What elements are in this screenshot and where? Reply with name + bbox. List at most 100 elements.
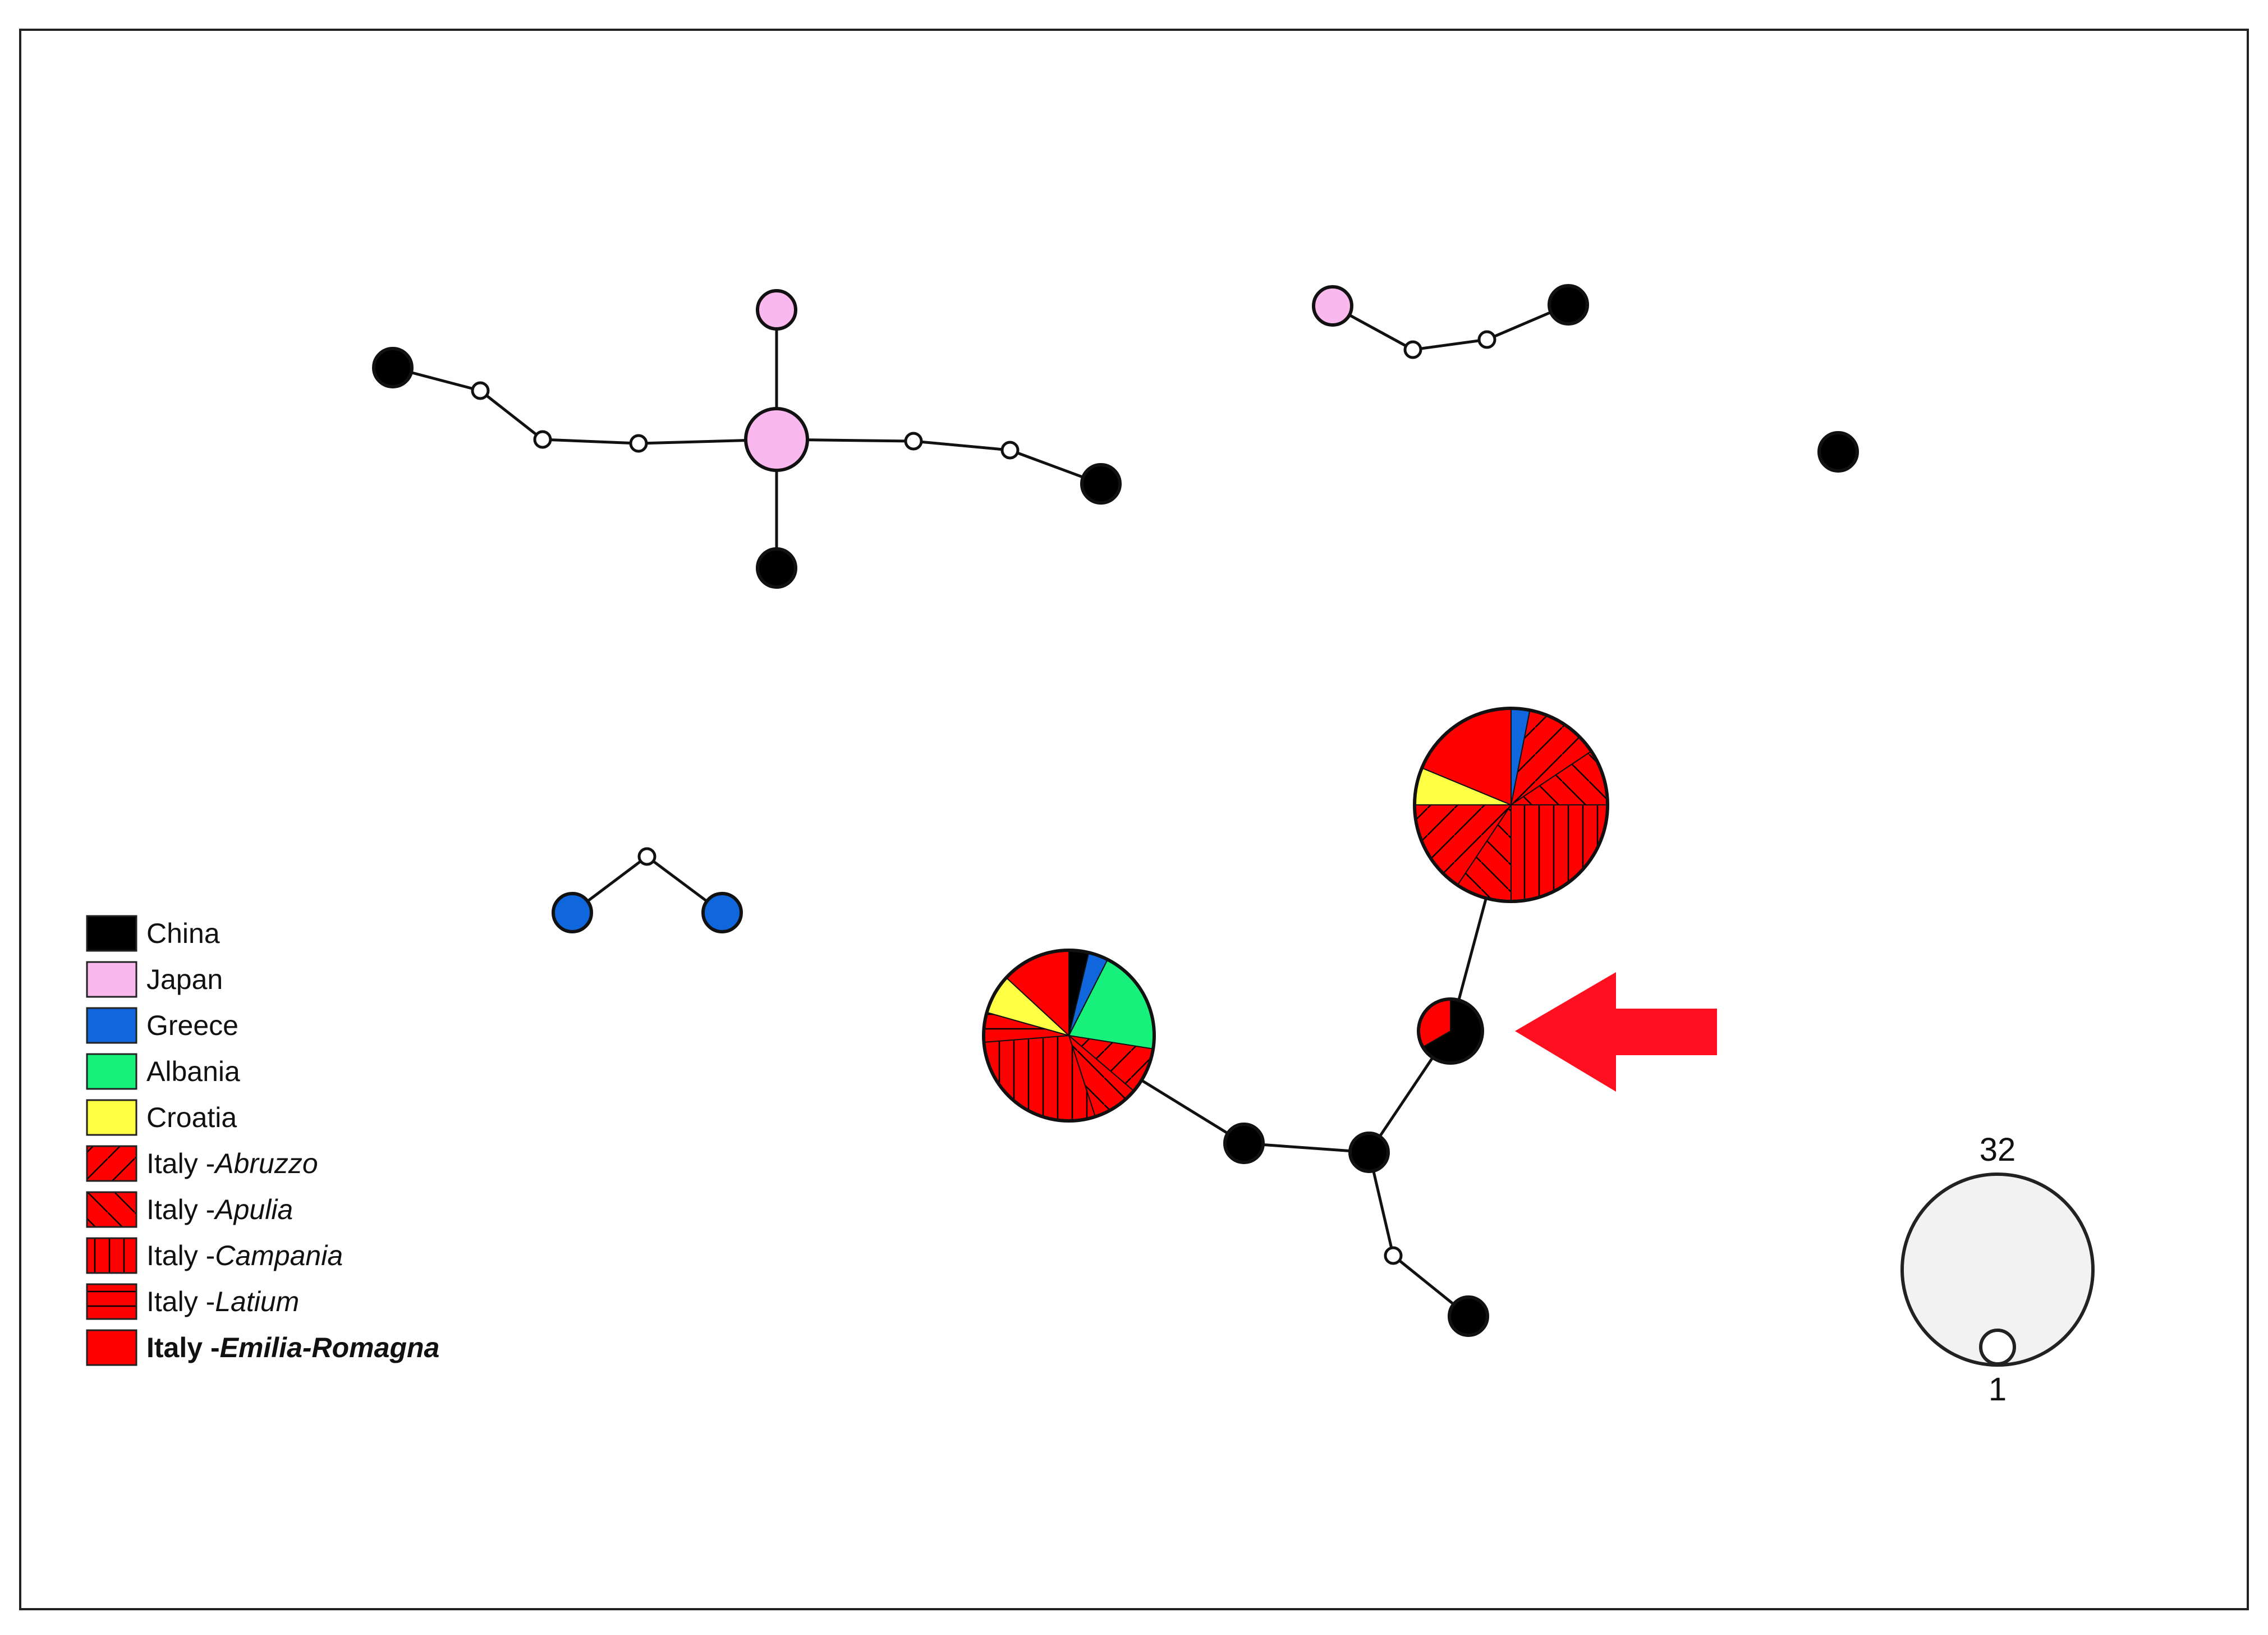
haplotype-node-m3 <box>629 434 648 453</box>
legend-swatch <box>86 1191 137 1228</box>
legend-country: Italy - <box>146 1286 215 1317</box>
node-circle <box>1548 284 1589 326</box>
node-circle <box>1312 285 1353 327</box>
legend-item-albania: Albania <box>86 1053 240 1090</box>
legend-region: Campania <box>215 1240 343 1271</box>
legend-label: Croatia <box>146 1102 237 1133</box>
legend-item-emilia: Italy -Emilia-Romagna <box>86 1329 439 1366</box>
haplotype-node-h8 <box>1817 431 1859 473</box>
legend-region: Abruzzo <box>213 1148 318 1179</box>
node-circle <box>1448 1295 1489 1337</box>
haplotype-node-h6 <box>1312 285 1353 327</box>
legend-label: Albania <box>146 1056 240 1087</box>
legend-swatch <box>86 1053 137 1090</box>
legend-country: China <box>146 918 220 949</box>
haplotype-node-h11 <box>1413 707 1609 903</box>
legend-region: Emilia-Romagna <box>220 1332 440 1363</box>
haplotype-node-h13 <box>1417 997 1484 1065</box>
haplotype-node-h4 <box>756 547 797 589</box>
haplotype-node-m9 <box>1384 1246 1403 1265</box>
legend-item-greece: Greece <box>86 1007 238 1044</box>
network-edge <box>479 390 544 441</box>
legend-country: Greece <box>146 1010 238 1041</box>
haplotype-node-m7 <box>1477 330 1496 349</box>
legend-swatch <box>86 1283 137 1320</box>
node-circle <box>744 407 809 472</box>
node-circle <box>1348 1132 1390 1173</box>
legend-country: Italy - <box>146 1240 215 1271</box>
median-vector <box>1000 441 1020 460</box>
haplotype-node-h2 <box>744 407 809 472</box>
legend-item-abruzzo: Italy -Abruzzo <box>86 1145 318 1182</box>
legend-swatch <box>86 1329 137 1366</box>
legend-item-latium: Italy -Latium <box>86 1283 299 1320</box>
legend-label: Japan <box>146 964 223 995</box>
size-scale: 32 1 <box>1900 1132 2095 1408</box>
haplotype-node-m1 <box>471 381 490 400</box>
scale-min-circle <box>1979 1329 2016 1366</box>
legend-item-croatia: Croatia <box>86 1099 237 1136</box>
legend-swatch <box>86 961 137 998</box>
node-circle <box>372 347 414 388</box>
haplotype-node-m2 <box>533 430 552 449</box>
median-vector <box>471 381 490 400</box>
network-edge <box>542 438 639 445</box>
network-edge <box>1412 338 1487 351</box>
legend-country: Japan <box>146 964 223 995</box>
legend-country: Albania <box>146 1056 240 1087</box>
median-vector <box>533 430 552 449</box>
network-edge <box>1243 1142 1370 1154</box>
node-outline <box>1413 707 1609 903</box>
haplotype-node-m8 <box>637 847 656 866</box>
legend-item-japan: Japan <box>86 961 223 998</box>
haplotype-node-h7 <box>1548 284 1589 326</box>
legend-item-apulia: Italy -Apulia <box>86 1191 293 1228</box>
median-vector <box>1384 1246 1403 1265</box>
haplotype-node-h3 <box>756 289 797 331</box>
node-circle <box>1817 431 1859 473</box>
legend-label: Italy -Abruzzo <box>146 1148 318 1179</box>
legend-region: Latium <box>215 1286 299 1317</box>
node-outline <box>1417 997 1484 1065</box>
network-nodes <box>372 284 1859 1337</box>
node-outline <box>982 949 1156 1123</box>
haplotype-node-h1 <box>372 347 414 388</box>
median-vector <box>904 432 923 451</box>
haplotype-node-h5 <box>1080 463 1122 505</box>
highlight-arrow <box>1515 972 1717 1092</box>
legend-label: China <box>146 918 220 949</box>
haplotype-node-h10 <box>701 892 743 933</box>
median-vector <box>637 847 656 866</box>
legend-label: Italy -Emilia-Romagna <box>146 1332 439 1363</box>
network-edges <box>392 303 1569 1317</box>
legend-swatch <box>86 1237 137 1274</box>
haplotype-node-h12 <box>982 949 1156 1123</box>
node-circle <box>756 547 797 589</box>
node-circle <box>701 892 743 933</box>
legend-country: Croatia <box>146 1102 237 1133</box>
red-arrow-icon <box>1515 972 1717 1092</box>
haplotype-node-h16 <box>1448 1295 1489 1337</box>
scale-min-label: 1 <box>1989 1371 2007 1408</box>
legend-region: Apulia <box>213 1194 293 1225</box>
median-vector <box>1403 340 1422 359</box>
legend-item-campania: Italy -Campania <box>86 1237 343 1274</box>
haplotype-node-m6 <box>1403 340 1422 359</box>
legend-swatch <box>86 915 137 952</box>
haplotype-node-m5 <box>1000 441 1020 460</box>
median-vector <box>1477 330 1496 349</box>
legend-label: Italy -Latium <box>146 1286 299 1317</box>
node-circle <box>756 289 797 331</box>
node-circle <box>1223 1123 1265 1164</box>
median-vector <box>629 434 648 453</box>
legend-label: Greece <box>146 1010 238 1041</box>
network-edge <box>913 439 1011 452</box>
legend-label: Italy -Campania <box>146 1240 343 1271</box>
scale-max-label: 32 <box>1980 1132 2016 1168</box>
legend-country: Italy - <box>146 1332 220 1363</box>
legend-swatch <box>86 1099 137 1136</box>
haplotype-node-h9 <box>552 892 593 933</box>
legend-item-china: China <box>86 915 220 952</box>
